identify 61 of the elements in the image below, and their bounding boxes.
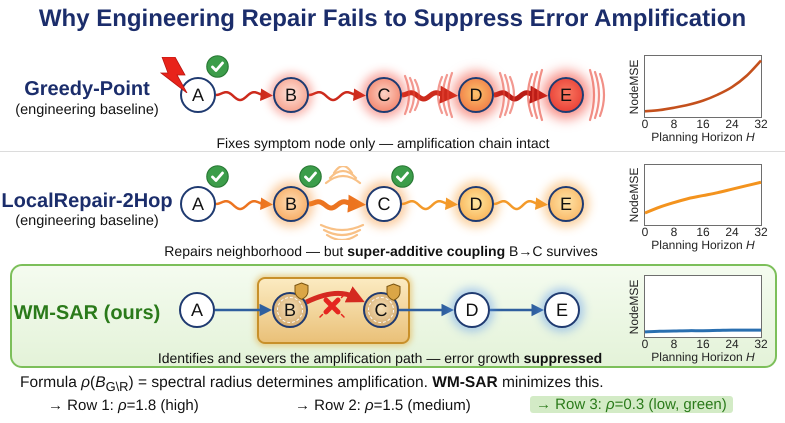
note-text: → Row 2: ρ=1.5 (medium) — [295, 397, 471, 414]
tick-label: 16 — [696, 338, 710, 351]
tick-label: 24 — [725, 226, 739, 239]
arrow — [492, 86, 548, 104]
title: Why Engineering Repair Fails to Suppress Error Amplification — [38, 5, 748, 33]
tick-label: 8 — [670, 338, 678, 351]
node-circle: E — [548, 77, 584, 113]
node-circle: B — [273, 77, 309, 113]
formula-text: Formula ρ(B$_{G\R}$) = spectral radius determines amplification. WM-SAR minimizes this. — [20, 374, 604, 394]
node-circle: C — [366, 186, 402, 222]
node-circle: B — [272, 292, 308, 328]
axis-title: Planning Horizon H — [651, 130, 755, 144]
node-circle: D — [454, 292, 490, 328]
node-circle: C — [363, 292, 399, 328]
node-circle: A — [180, 186, 216, 222]
arrow — [215, 304, 272, 316]
tick-label: 0 — [642, 338, 648, 351]
arrow — [494, 197, 548, 210]
node-circle: A — [179, 292, 215, 328]
tick-label: 16 — [696, 118, 710, 131]
method-note: (engineering baseline) — [15, 213, 159, 229]
axis-title: NodeMSE — [627, 168, 641, 222]
node-circle: E — [544, 292, 580, 328]
method-name: WM-SAR (ours) — [14, 302, 160, 325]
node-circle: E — [548, 186, 584, 222]
node-circle: C — [366, 77, 402, 113]
axis-title: Planning Horizon H — [651, 350, 755, 364]
method-name: Greedy-Point — [24, 78, 150, 101]
caption: Repairs neighborhood — but super-additive coupling B→C survives — [164, 243, 598, 259]
node-circle: A — [180, 77, 216, 113]
arrow — [402, 197, 458, 210]
tick-label: 24 — [725, 118, 739, 131]
arrow — [308, 194, 366, 213]
tick-label: 32 — [754, 118, 768, 131]
tick-label: 32 — [754, 338, 768, 351]
axis-title: Planning Horizon H — [651, 238, 755, 252]
axis-title: NodeMSE — [627, 59, 641, 114]
caption: Fixes symptom node only — amplification chain intact — [216, 135, 550, 151]
arrow — [305, 286, 366, 304]
highlighted-note: → Row 3: ρ=0.3 (low, green) — [530, 396, 733, 413]
arrow — [308, 88, 366, 102]
arrow — [216, 198, 273, 210]
tick-label: 8 — [670, 226, 678, 239]
tick-label: 0 — [642, 226, 648, 239]
node-circle: D — [458, 186, 494, 222]
caption: Identifies and severs the amplification path — error growth suppressed — [158, 350, 602, 366]
axis-title: NodeMSE — [627, 279, 641, 334]
method-name: LocalRepair-2Hop — [1, 190, 173, 213]
node-circle: D — [458, 77, 494, 113]
note-text: → Row 1: ρ=1.8 (high) — [48, 397, 199, 414]
tick-label: 8 — [670, 118, 678, 131]
tick-label: 16 — [696, 226, 710, 239]
tick-label: 32 — [754, 226, 768, 239]
tick-label: 24 — [725, 338, 739, 351]
tick-label: 0 — [642, 118, 648, 131]
arrow — [216, 88, 273, 102]
arrow — [399, 304, 454, 316]
arrow — [400, 86, 458, 104]
method-note: (engineering baseline) — [15, 102, 159, 118]
node-circle: B — [273, 186, 309, 222]
arrow — [490, 304, 544, 316]
